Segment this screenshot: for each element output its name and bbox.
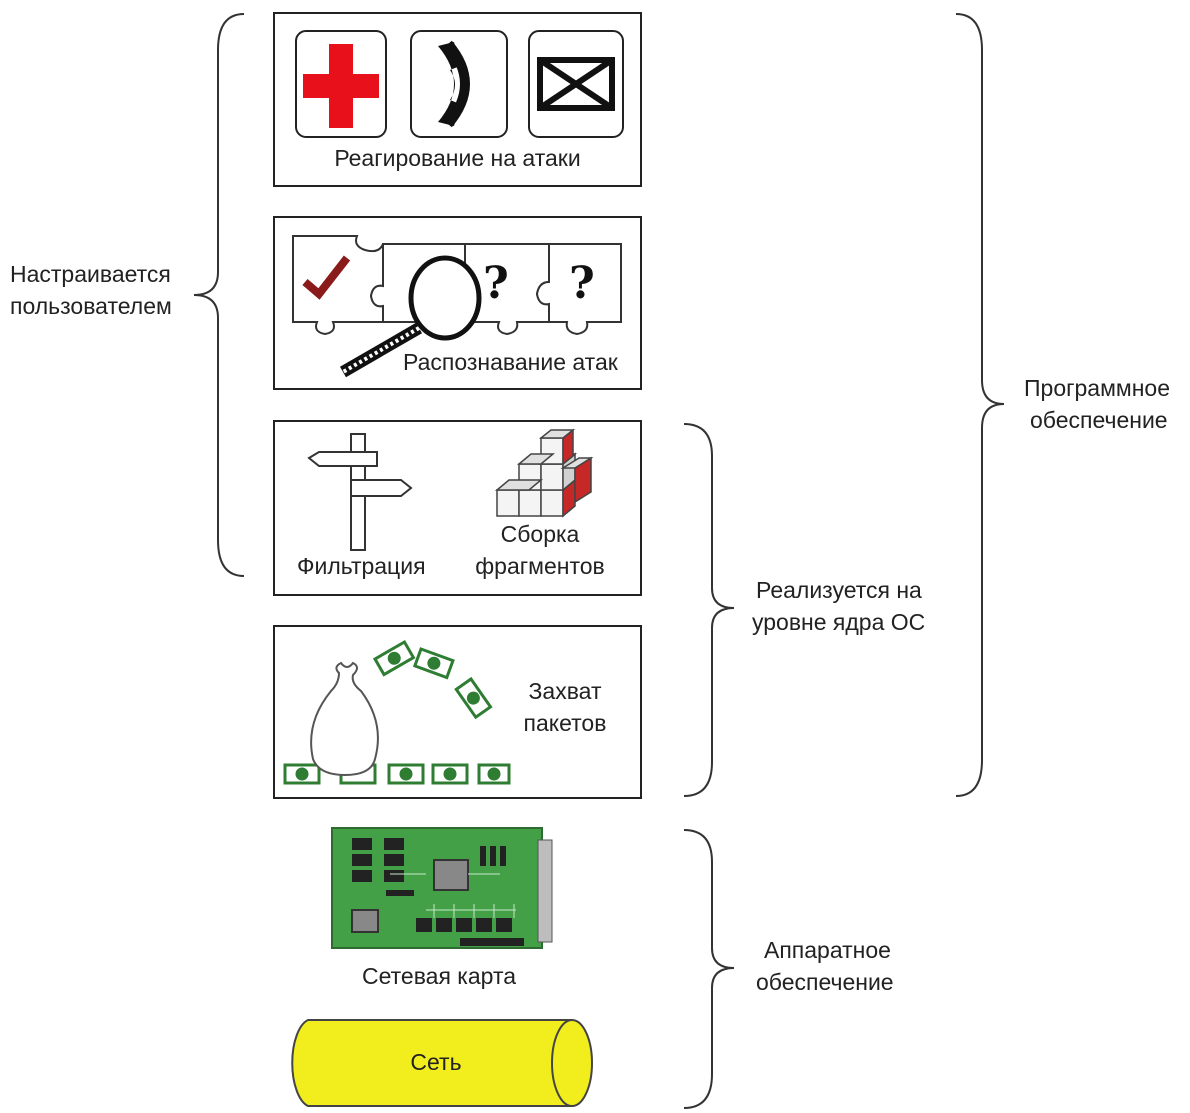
detection-layer-box: ? ? Распознавание атак <box>273 216 642 390</box>
detection-label: Распознавание атак <box>403 349 618 375</box>
network-card-icon <box>331 827 553 949</box>
software-line1: Программное <box>1024 375 1170 401</box>
magnifier-icon <box>339 255 482 378</box>
hardware-brace <box>683 829 735 1109</box>
kernel-line2: уровне ядра ОС <box>752 609 926 635</box>
software-brace <box>955 13 1005 797</box>
response-layer-box: Реагирование на атаки <box>273 12 642 187</box>
cube-stack-icon <box>494 428 594 518</box>
hardware-line1: Аппаратное <box>764 937 891 963</box>
reassembly-label-line1: Сборка <box>500 521 580 547</box>
filtering-layer-box: Фильтрация Сборка фрагментов <box>273 420 642 596</box>
response-label: Реагирование на атаки <box>334 145 581 171</box>
software-line2: обеспечение <box>1030 407 1168 433</box>
packet-bag-icon <box>283 639 511 785</box>
capture-label-line2: пакетов <box>523 710 607 736</box>
capture-label-line1: Захват <box>528 678 602 704</box>
kernel-line1: Реализуется на <box>756 577 922 603</box>
user-configured-line2: пользователем <box>10 293 172 319</box>
medical-cross-icon <box>295 30 387 138</box>
user-configured-line1: Настраивается <box>10 261 171 287</box>
kernel-brace <box>683 423 735 797</box>
hardware-line2: обеспечение <box>756 969 894 995</box>
network-label: Сеть <box>410 1049 462 1075</box>
phone-handset-icon <box>410 30 508 138</box>
envelope-icon <box>528 30 624 138</box>
svg-text:?: ? <box>483 258 509 309</box>
svg-text:?: ? <box>569 258 595 309</box>
nic-label: Сетевая карта <box>362 963 517 989</box>
signpost-icon <box>307 433 413 551</box>
reassembly-label-line2: фрагментов <box>475 553 605 579</box>
user-configured-brace <box>193 13 245 577</box>
filtering-label: Фильтрация <box>297 553 426 579</box>
capture-layer-box: Захват пакетов <box>273 625 642 799</box>
network-cylinder <box>291 1019 593 1107</box>
